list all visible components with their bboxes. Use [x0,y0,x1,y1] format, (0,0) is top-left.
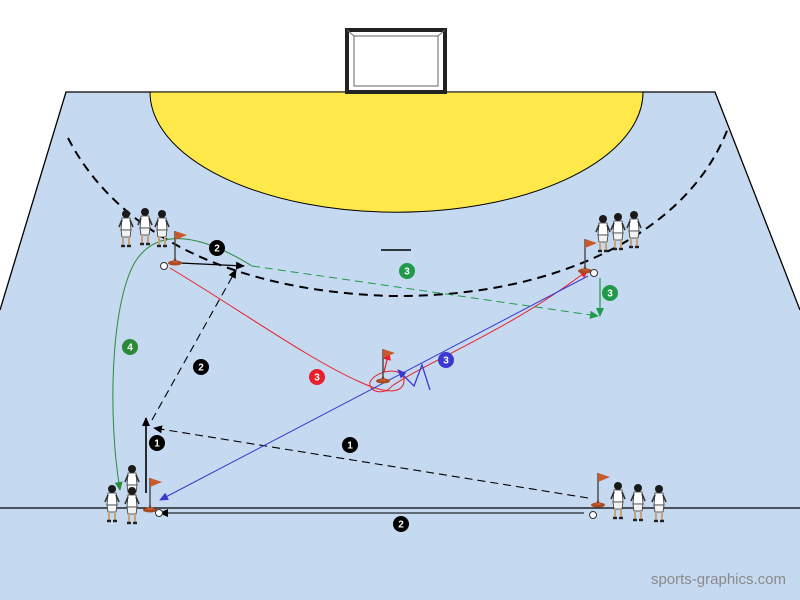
ball-top-right [590,269,598,277]
run-4-green-path [112,238,253,491]
badge-label: 3 [314,373,320,384]
badge-pass-2-b: 2 [193,359,209,375]
badge-circle [438,352,454,368]
run-2-top-path [179,261,245,270]
badge-label: 3 [443,356,449,367]
pass-2-diagonal-path [151,269,237,421]
goal-area [149,91,644,213]
ball-bottom-left [155,509,163,517]
badge-circle [602,285,618,301]
badge-circle [122,339,138,355]
run-3-blue-zigzag [397,363,431,391]
badge-label: 1 [347,441,353,452]
badge-circle [342,437,358,453]
badge-run-3-green-a: 3 [399,263,415,279]
badge-pass-2-a: 2 [209,240,225,256]
badge-circle [309,369,325,385]
badge-label: 2 [198,363,204,374]
pass-1-path [153,425,589,499]
badge-label: 3 [607,289,613,300]
watermark-text: sports-graphics.com [650,571,786,588]
badge-pass-1-a: 1 [149,435,165,451]
badge-label: 4 [127,343,133,354]
badge-circle [193,359,209,375]
run-3-red-path [169,267,589,393]
badge-label: 2 [398,520,404,531]
badge-run-3-blue: 3 [438,352,454,368]
badge-run-4-green: 4 [122,339,138,355]
badge-pass-2-c: 2 [393,516,409,532]
badge-label: 3 [404,267,410,278]
badge-run-3-green-b: 3 [602,285,618,301]
badge-label: 1 [154,439,160,450]
badge-run-3-red: 3 [309,369,325,385]
pass-3-green-path [251,265,599,319]
goal [345,28,447,94]
badge-circle [399,263,415,279]
badge-circle [209,240,225,256]
badge-circle [149,435,165,451]
pass-3-blue-path [159,275,589,501]
badge-pass-1-b: 1 [342,437,358,453]
badge-circle [393,516,409,532]
ball-bottom-right [589,511,597,519]
ball-top-left [160,262,168,270]
badge-label: 2 [214,244,220,255]
